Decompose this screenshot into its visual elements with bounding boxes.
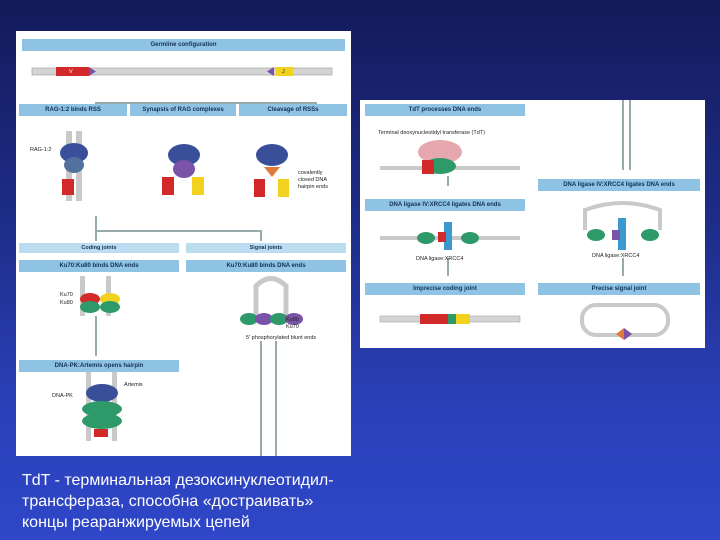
germline-dna bbox=[31, 67, 333, 76]
ku70-signal-label: Ku70 bbox=[286, 324, 299, 330]
caption-line-3: концы реаранжируемых цепей bbox=[22, 514, 250, 531]
rag-complex-2 bbox=[162, 144, 204, 195]
rss-triangle-j bbox=[267, 67, 274, 76]
step-synapsis: Synapsis of RAG complexes bbox=[130, 104, 236, 116]
ligase-label-coding: DNA ligase:XRCC4 bbox=[416, 256, 464, 262]
flow-line bbox=[95, 216, 262, 241]
coding-joints-header: Coding joints bbox=[19, 243, 179, 253]
right-diagram-panel: TdT processes DNA ends Terminal deoxynuc… bbox=[360, 100, 705, 348]
hairpin-label-1: covalently bbox=[298, 170, 323, 176]
ku70-label: Ku70 bbox=[60, 292, 73, 298]
ku-complex-signal bbox=[240, 276, 303, 325]
ku80-signal-label: Ku80 bbox=[286, 317, 299, 323]
artemis-label: Artemis bbox=[124, 382, 143, 388]
rag-label: RAG-1:2 bbox=[30, 147, 52, 153]
gene-j-label: J bbox=[282, 69, 285, 75]
signal-joints-header: Signal joints bbox=[186, 243, 346, 253]
step-cleavage: Cleavage of RSSs bbox=[239, 104, 347, 116]
ligase-header-signal: DNA ligase IV:XRCC4 ligates DNA ends bbox=[538, 179, 700, 191]
right-diagram-graphics bbox=[379, 100, 670, 340]
hairpin-label-2: closed DNA bbox=[298, 177, 328, 183]
j-gene-segment bbox=[276, 67, 293, 76]
rag-complex-3 bbox=[254, 144, 289, 197]
precise-signal-joint bbox=[580, 303, 670, 340]
dnapk-header: DNA-PK:Artemis opens hairpin bbox=[19, 360, 179, 372]
left-diagram-graphics bbox=[31, 67, 333, 456]
ku-binds-coding: Ku70:Ku80 binds DNA ends bbox=[19, 260, 179, 272]
precise-header: Precise signal joint bbox=[538, 283, 700, 295]
ligase-label-signal: DNA ligase:XRCC4 bbox=[592, 253, 640, 259]
caption-line-2: трансфераза, способна «достраивать» bbox=[22, 493, 314, 510]
imprecise-header: Imprecise coding joint bbox=[365, 283, 525, 295]
rag-complex-1 bbox=[60, 131, 88, 201]
v-gene-segment bbox=[56, 67, 89, 76]
tdt-label: Terminal deoxynucleotidyl transferase (T… bbox=[378, 130, 485, 136]
caption-text: TdT - терминальная дезоксинуклеотидил- т… bbox=[22, 470, 482, 533]
step-rag-binds: RAG-1:2 binds RSS bbox=[19, 104, 127, 116]
ligase-complex-signal bbox=[583, 201, 662, 250]
hairpin-label-3: hairpin ends bbox=[298, 184, 328, 190]
tdt-complex bbox=[380, 140, 520, 174]
rss-triangle-v bbox=[89, 67, 96, 76]
ku-binds-signal: Ku70:Ku80 binds DNA ends bbox=[186, 260, 346, 272]
tdt-header: TdT processes DNA ends bbox=[365, 104, 525, 116]
ligase-header-coding: DNA ligase IV:XRCC4 ligates DNA ends bbox=[365, 199, 525, 211]
blunt-ends-label: 5' phosphorylated blunt ends bbox=[246, 335, 317, 341]
imprecise-coding-joint bbox=[379, 314, 521, 324]
ku80-label: Ku80 bbox=[60, 300, 73, 306]
ku-complex-coding bbox=[80, 276, 120, 316]
left-diagram-panel: Germline configuration V J RAG-1:2 binds… bbox=[16, 31, 351, 456]
caption-line-1: TdT - терминальная дезоксинуклеотидил- bbox=[22, 472, 334, 489]
ligase-complex-coding bbox=[380, 222, 520, 250]
dnapk-label: DNA-PK bbox=[52, 393, 73, 399]
gene-v-label: V bbox=[69, 69, 73, 75]
dnapk-artemis-complex bbox=[82, 371, 122, 441]
germline-header: Germline configuration bbox=[22, 39, 345, 51]
